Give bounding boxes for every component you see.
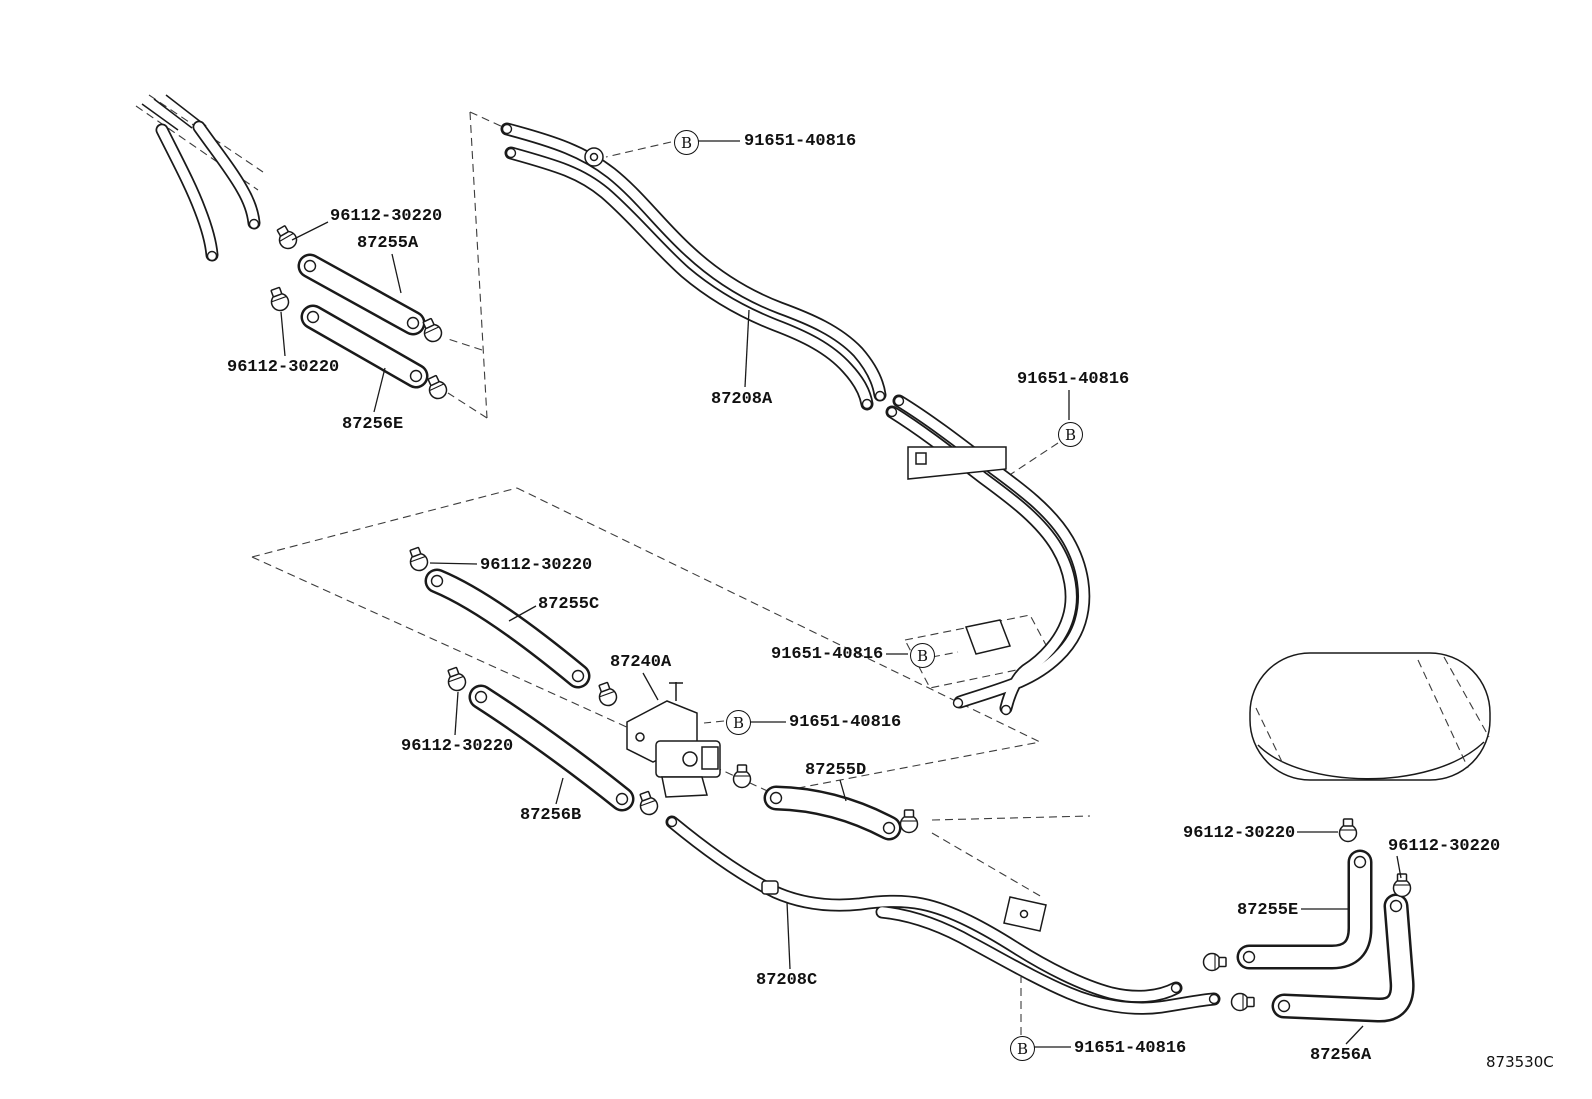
hose-87255d	[763, 785, 902, 841]
clamp-icon	[1230, 992, 1255, 1012]
construction-lines	[135, 94, 1091, 1035]
clamp-icon	[409, 546, 429, 572]
part-label-96112-30220-c: 96112-30220	[480, 556, 593, 575]
clamp-icon	[732, 764, 752, 789]
clamp-icon	[447, 666, 467, 692]
part-label-96112-30220-b: 96112-30220	[227, 358, 340, 377]
part-label-91651-40816-mid: 91651-40816	[771, 645, 884, 664]
clamp-icon	[598, 681, 618, 707]
callout-B-1: B	[674, 130, 699, 155]
hose-87255c	[424, 568, 591, 689]
part-label-87255c: 87255C	[538, 595, 600, 614]
clamp-icon	[1202, 952, 1227, 972]
part-label-87255d: 87255D	[805, 761, 867, 780]
hose-87255a	[297, 253, 426, 336]
part-label-87256a: 87256A	[1310, 1046, 1372, 1065]
part-label-87208a: 87208A	[711, 390, 773, 409]
body-pipes	[155, 120, 261, 262]
part-label-96112-30220-f: 96112-30220	[1388, 837, 1501, 856]
clamp-icon	[270, 286, 290, 312]
heater-unit-outline	[1249, 652, 1491, 781]
hose-87256a	[1271, 893, 1415, 1023]
part-label-87256b: 87256B	[520, 806, 582, 825]
clamp-icon	[427, 374, 448, 400]
valve-87240a	[626, 682, 721, 798]
part-label-96112-30220-a: 96112-30220	[330, 207, 443, 226]
clamp-icon	[639, 790, 659, 816]
part-label-91651-40816-bottom: 91651-40816	[1074, 1039, 1187, 1058]
part-label-87255e: 87255E	[1237, 901, 1299, 920]
callout-B-5: B	[1010, 1036, 1035, 1061]
part-label-91651-40816-right: 91651-40816	[1017, 370, 1130, 389]
hose-87255e	[1236, 849, 1373, 970]
clamp-icon	[1338, 818, 1358, 843]
part-label-87208c: 87208C	[756, 971, 818, 990]
callout-B-3: B	[910, 643, 935, 668]
part-label-87256e: 87256E	[342, 415, 404, 434]
part-label-91651-40816-top: 91651-40816	[744, 132, 857, 151]
hose-clamps	[270, 225, 1412, 1012]
clamp-icon	[1392, 873, 1412, 898]
leader-lines	[280, 140, 1402, 1048]
clamp-icon	[276, 225, 298, 250]
part-label-96112-30220-d: 96112-30220	[401, 737, 514, 756]
hose-87256b	[468, 684, 635, 812]
pipe-87208a	[500, 122, 887, 411]
part-label-96112-30220-e: 96112-30220	[1183, 824, 1296, 843]
drawing-number: 873530C	[1486, 1053, 1554, 1071]
clamp-icon	[422, 317, 443, 343]
hose-87256e	[300, 304, 429, 389]
pipe-87208a-right	[885, 394, 1091, 716]
part-label-87240a: 87240A	[610, 653, 672, 672]
part-label-87255a: 87255A	[357, 234, 419, 253]
callout-B-2: B	[1058, 422, 1083, 447]
pipe-87208c	[665, 815, 1221, 1015]
callout-B-4: B	[726, 710, 751, 735]
clamp-icon	[899, 809, 919, 834]
part-label-91651-40816-valve: 91651-40816	[789, 713, 902, 732]
